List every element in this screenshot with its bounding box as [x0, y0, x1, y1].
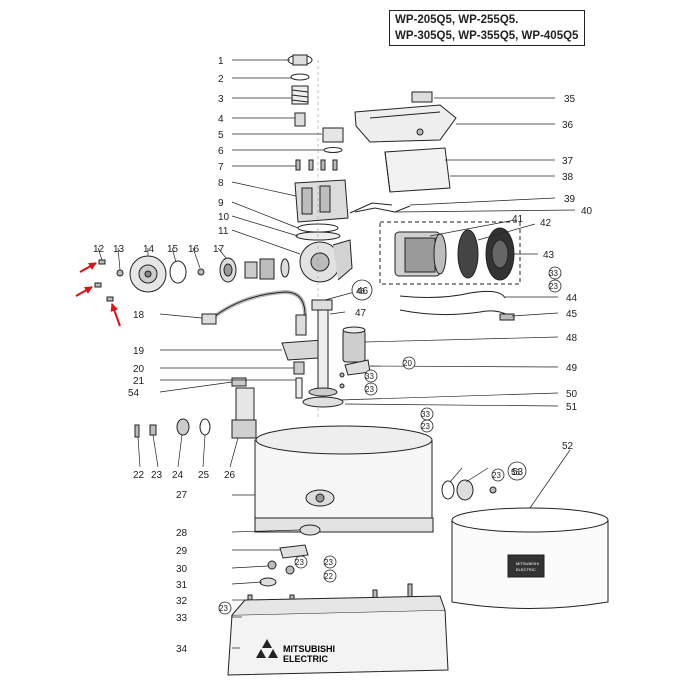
tank-body	[134, 418, 497, 533]
part-label-16: 16	[188, 244, 200, 255]
part-label-53: 53	[512, 467, 524, 478]
part-label-37: 37	[562, 156, 574, 167]
part-label-50: 50	[566, 389, 578, 400]
outer-cover	[451, 507, 609, 609]
circled-label-23: 23	[492, 471, 501, 480]
part-label-32: 32	[176, 596, 188, 607]
part-label-44: 44	[566, 293, 578, 304]
cover-badge-1: MITSUBISHI	[516, 561, 539, 566]
part-label-28: 28	[176, 528, 188, 539]
leader-lines	[97, 59, 576, 649]
part-label-27: 27	[176, 490, 188, 501]
part-label-22: 22	[133, 470, 145, 481]
part-label-8: 8	[218, 178, 224, 189]
cover-parts	[354, 91, 521, 321]
circled-label-33: 33	[549, 269, 558, 278]
brand-name-1: MITSUBISHI	[283, 644, 335, 654]
part-label-29: 29	[176, 546, 188, 557]
circled-label-22: 22	[324, 572, 333, 581]
part-label-15: 15	[167, 244, 179, 255]
part-label-12: 12	[93, 244, 105, 255]
part-label-4: 4	[218, 114, 224, 125]
circled-label-23: 23	[295, 558, 304, 567]
circled-label-33: 33	[365, 372, 374, 381]
part-label-21: 21	[133, 376, 145, 387]
circled-label-23: 23	[365, 385, 374, 394]
circled-label-23: 23	[421, 422, 430, 431]
part-label-43: 43	[543, 250, 555, 261]
part-label-35: 35	[564, 94, 576, 105]
part-label-17: 17	[213, 244, 225, 255]
circled-label-23: 23	[549, 282, 558, 291]
part-label-1: 1	[218, 56, 224, 67]
part-label-6: 6	[218, 146, 224, 157]
part-label-26: 26	[224, 470, 236, 481]
part-label-24: 24	[172, 470, 184, 481]
part-label-5: 5	[218, 130, 224, 141]
part-label-11: 11	[218, 226, 229, 237]
part-label-48: 48	[566, 333, 578, 344]
circled-markers	[218, 266, 562, 615]
center-column	[302, 299, 371, 408]
part-label-39: 39	[564, 194, 576, 205]
part-label-51: 51	[566, 402, 578, 413]
part-label-20: 20	[133, 364, 145, 375]
part-label-2: 2	[218, 74, 224, 85]
circled-label-20: 20	[403, 359, 412, 368]
part-label-25: 25	[198, 470, 210, 481]
brand-name-2: ELECTRIC	[283, 654, 329, 664]
model-line-1: WP-205Q5, WP-255Q5.	[395, 14, 519, 26]
part-label-54: 54	[128, 388, 140, 399]
part-label-45: 45	[566, 309, 578, 320]
part-label-3: 3	[218, 94, 224, 105]
mitsubishi-logo-icon	[256, 639, 278, 658]
part-label-47: 47	[355, 308, 367, 319]
cap-part	[287, 54, 393, 283]
part-label-30: 30	[176, 564, 188, 575]
part-label-46: 46	[357, 286, 369, 297]
part-label-40: 40	[581, 206, 593, 217]
circled-label-53: 53	[511, 468, 520, 477]
part-label-13: 13	[113, 244, 125, 255]
part-label-52: 52	[562, 441, 574, 452]
part-label-49: 49	[566, 363, 578, 374]
valve-assembly	[231, 314, 323, 439]
part-label-36: 36	[562, 120, 574, 131]
circled-label-23: 23	[324, 558, 333, 567]
base-plate	[227, 595, 449, 676]
model-line-2: WP-305Q5, WP-355Q5, WP-405Q5	[395, 30, 579, 42]
part-label-9: 9	[218, 198, 224, 209]
part-label-38: 38	[562, 172, 574, 183]
part-label-34: 34	[176, 644, 188, 655]
model-list-box: WP-205Q5, WP-255Q5. WP-305Q5, WP-355Q5, …	[389, 10, 585, 46]
red-arrow-icon	[75, 262, 121, 327]
pressure-hose	[201, 289, 307, 325]
part-label-31: 31	[176, 580, 188, 591]
left-parts	[94, 255, 290, 302]
part-label-14: 14	[143, 244, 155, 255]
circled-label-23: 23	[219, 604, 228, 613]
part-label-7: 7	[218, 162, 224, 173]
circled-label-46: 46	[356, 287, 365, 296]
part-label-23: 23	[151, 470, 163, 481]
cover-badge-2: ELECTRIC	[516, 567, 536, 572]
part-label-41: 41	[512, 214, 524, 225]
part-label-18: 18	[133, 310, 145, 321]
circled-label-33: 33	[421, 410, 430, 419]
part-label-10: 10	[218, 212, 230, 223]
part-label-42: 42	[540, 218, 552, 229]
part-label-33: 33	[176, 613, 188, 624]
part-label-19: 19	[133, 346, 145, 357]
